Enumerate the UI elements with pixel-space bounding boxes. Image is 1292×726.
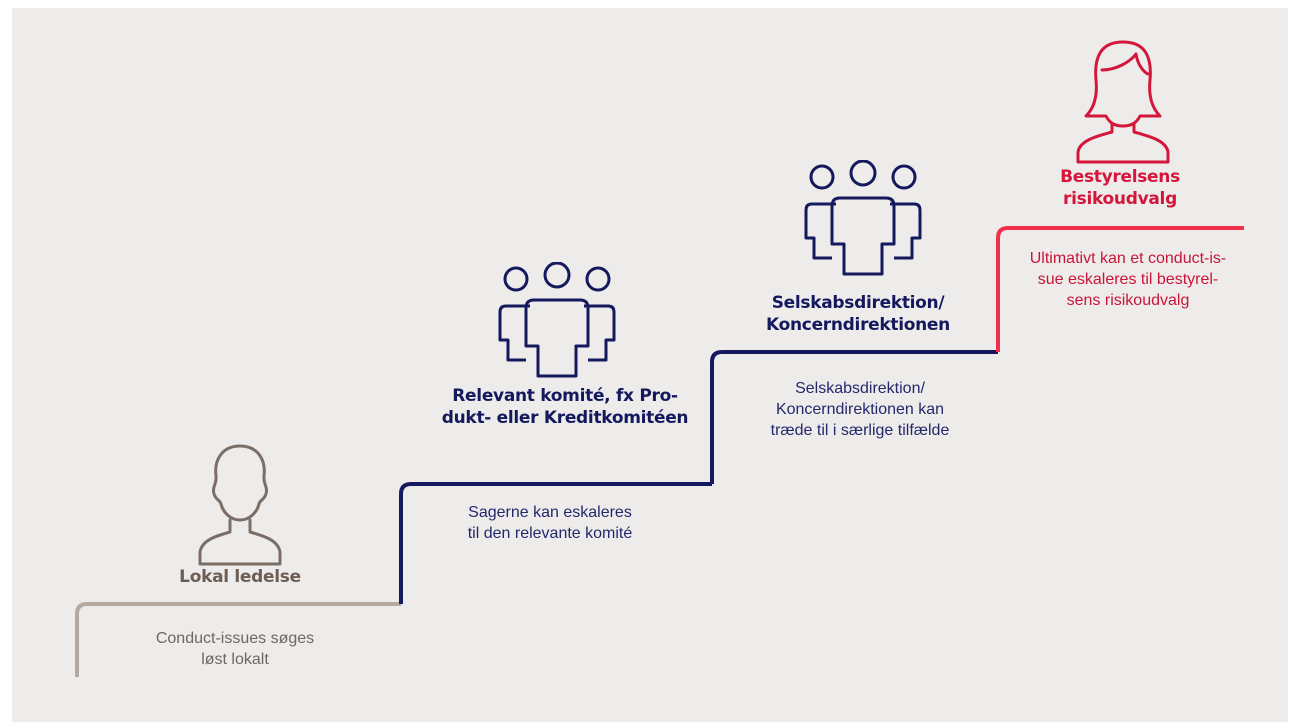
- step-line-2: [399, 482, 712, 604]
- step-desc-lokal: Conduct-issues søges løst lokalt: [115, 628, 355, 670]
- step-title-relevant-komite: Relevant komité, fx Pro- dukt- eller Kre…: [415, 385, 715, 429]
- title-line: Koncerndirektionen: [766, 315, 950, 335]
- step-line-3: [710, 350, 998, 484]
- desc-line: sue eskaleres til bestyrel-: [1037, 271, 1219, 288]
- step-line-4: [996, 226, 1244, 352]
- step-title-lokal-ledelse: Lokal ledelse: [179, 567, 301, 587]
- woman-icon: [1076, 40, 1170, 164]
- desc-line: løst lokalt: [201, 651, 269, 668]
- desc-line: Selskabsdirektion/: [795, 380, 925, 397]
- step-title-risikoudvalg: Bestyrelsens risikoudvalg: [1020, 166, 1220, 210]
- title-line: dukt- eller Kreditkomitéen: [441, 408, 689, 428]
- desc-line: sens risikoudvalg: [1066, 292, 1190, 309]
- title-line: Selskabsdirektion/: [771, 293, 945, 313]
- desc-line: Ultimativt kan et conduct-is-: [1029, 250, 1227, 267]
- step-desc-komite: Sagerne kan eskaleres til den relevante …: [420, 502, 680, 544]
- step-desc-risikoudvalg: Ultimativt kan et conduct-is- sue eskale…: [1008, 248, 1248, 311]
- person-icon: [198, 444, 282, 566]
- step-line-1: [75, 602, 401, 677]
- desc-line: Koncerndirektionen kan: [775, 401, 945, 418]
- title-line: risikoudvalg: [1063, 189, 1177, 209]
- group-icon: [804, 160, 922, 276]
- step-desc-direktion: Selskabsdirektion/ Koncerndirektionen ka…: [730, 378, 990, 441]
- desc-line: Sagerne kan eskaleres: [468, 504, 632, 521]
- desc-line: træde til i særlige tilfælde: [770, 422, 950, 439]
- title-line: Relevant komité, fx Pro-: [452, 386, 678, 406]
- desc-line: Conduct-issues søges: [155, 630, 315, 647]
- group-icon: [498, 262, 616, 378]
- desc-line: til den relevante komité: [467, 525, 633, 542]
- step-title-koncerndirektion: Selskabsdirektion/ Koncerndirektionen: [733, 292, 983, 336]
- title-line: Bestyrelsens: [1060, 167, 1180, 187]
